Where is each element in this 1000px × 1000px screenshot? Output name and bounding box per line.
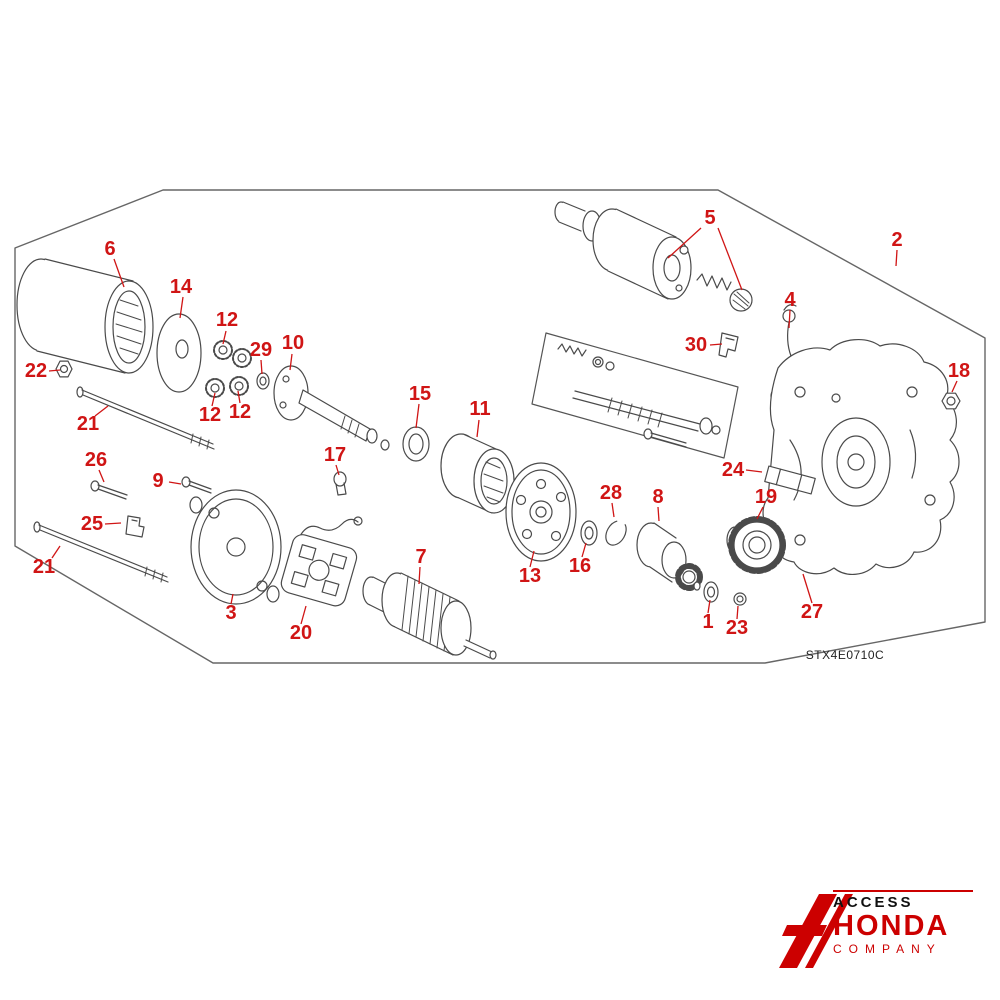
part-label-24: 24 [721,459,745,481]
nut-18 [941,392,961,410]
part-label-1: 1 [702,611,714,633]
yoke-housing [16,258,154,374]
part-label-15: 15 [408,383,432,405]
part-label-8: 8 [652,486,664,508]
solenoid-switch [554,201,753,312]
part-label-12: 12 [228,401,252,423]
part-label-30: 30 [684,334,708,356]
part-label-29: 29 [249,339,273,361]
center-bearing-housing [440,433,515,514]
bracket-30 [718,332,739,358]
logo-company-text: COMPANY [833,942,942,957]
part-label-2: 2 [891,229,903,251]
through-bolt-lower [33,521,169,583]
brush-clip [125,515,145,538]
gear-housing [762,339,960,575]
cap-17 [333,471,347,496]
part-label-16: 16 [568,555,592,577]
through-bolt-upper [76,386,215,450]
part-label-12: 12 [198,404,222,426]
brush-holder [280,516,363,607]
nut-small [55,360,73,378]
logo-access-text: ACCESS [833,894,914,911]
part-label-28: 28 [599,482,623,504]
screw-9 [181,476,212,494]
logo-top-line [833,890,973,892]
logo-text: ACCESS HONDA COMPANY [833,890,985,956]
diagram-border [14,189,986,664]
part-label-26: 26 [84,449,108,471]
planet-gears [205,340,252,398]
ring-23 [733,592,747,606]
part-label-6: 6 [104,238,116,260]
part-label-27: 27 [800,601,824,623]
part-label-25: 25 [80,513,104,535]
part-label-23: 23 [725,617,749,639]
part-label-21: 21 [32,556,56,578]
part-label-13: 13 [518,565,542,587]
part-label-7: 7 [415,546,427,568]
part-label-21: 21 [76,413,100,435]
washer-16 [580,520,598,546]
drive-shaft-flange [273,365,390,451]
part-label-3: 3 [225,602,237,624]
clutch-pinion [636,522,703,591]
part-label-22: 22 [24,360,48,382]
logo-slash-icon [779,894,853,968]
bearing-ring [402,426,430,462]
part-label-14: 14 [169,276,193,298]
idler-gear [726,516,786,574]
small-ring [256,372,270,390]
part-label-9: 9 [152,470,164,492]
snap-ring [605,520,627,546]
part-label-12: 12 [215,309,239,331]
gear-plate [505,462,577,562]
part-label-5: 5 [704,207,716,229]
washer-1 [703,581,719,603]
part-label-18: 18 [947,360,971,382]
screw-26 [90,480,128,500]
repair-kit-box [531,332,739,459]
part-label-10: 10 [281,332,305,354]
end-frame [189,489,282,605]
part-label-11: 11 [469,398,491,420]
part-label-17: 17 [323,444,347,466]
part-label-20: 20 [289,622,313,644]
insulator-disc [156,313,202,393]
logo-honda-text: HONDA [833,910,950,942]
armature [362,572,497,660]
part-label-4: 4 [784,289,796,311]
diagram-code: STX4E0710C [805,648,885,662]
company-logo: ACCESS HONDA COMPANY [775,890,985,970]
holder-bracket [764,465,816,495]
part-label-19: 19 [754,486,778,508]
